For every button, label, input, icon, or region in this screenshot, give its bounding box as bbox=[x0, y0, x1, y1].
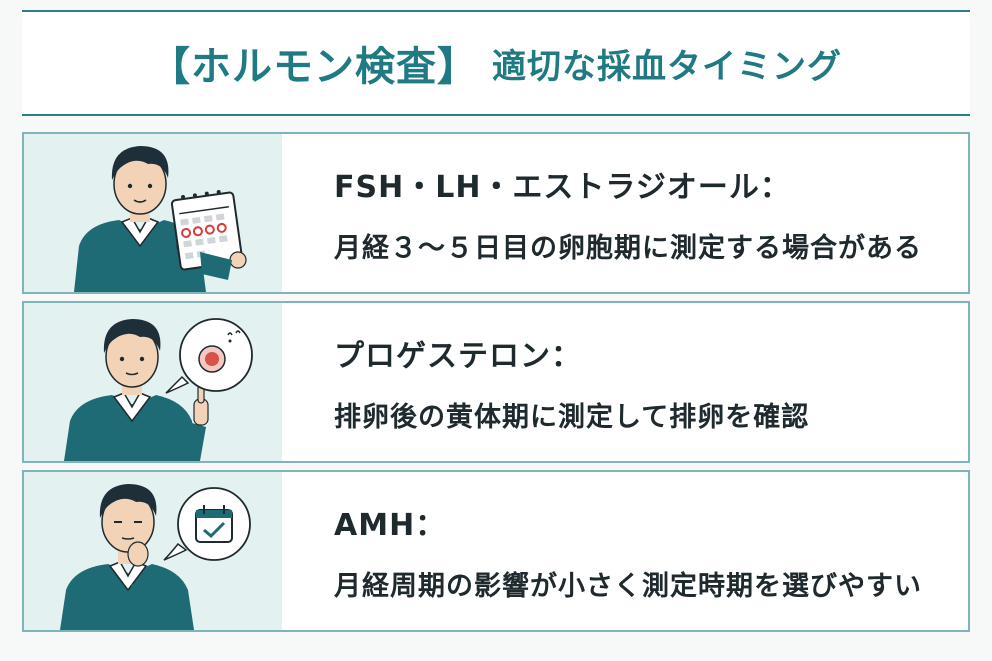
hormone-description: 月経３〜５日目の卵胞期に測定する場合がある bbox=[334, 232, 922, 264]
hormone-description: 月経周期の影響が小さく測定時期を選びやすい bbox=[334, 570, 922, 602]
calendar-check-icon bbox=[163, 487, 251, 561]
info-card-amh: AMH： 月経周期の影響が小さく測定時期を選びやすい bbox=[22, 470, 970, 632]
page-header: 【ホルモン検査】 適切な採血タイミング bbox=[22, 10, 970, 116]
info-text: FSH・LH・エストラジオール： 月経３〜５日目の卵胞期に測定する場合がある bbox=[282, 134, 968, 292]
info-text: プロゲステロン： 排卵後の黄体期に測定して排卵を確認 bbox=[282, 303, 968, 461]
info-text: AMH： 月経周期の影響が小さく測定時期を選びやすい bbox=[282, 472, 968, 630]
hormone-label: プロゲステロン： bbox=[334, 338, 582, 374]
hormone-label: AMH： bbox=[334, 507, 447, 543]
hormone-label: FSH・LH・エストラジオール： bbox=[334, 169, 791, 205]
ovum-icon bbox=[165, 318, 253, 394]
info-card-fsh-lh: FSH・LH・エストラジオール： 月経３〜５日目の卵胞期に測定する場合がある bbox=[22, 132, 970, 294]
illustration-man-thinking bbox=[24, 472, 282, 630]
info-card-progesterone: プロゲステロン： 排卵後の黄体期に測定して排卵を確認 bbox=[22, 301, 970, 463]
page-subtitle: 適切な採血タイミング bbox=[492, 46, 842, 87]
page-title: 【ホルモン検査】 bbox=[150, 44, 478, 90]
illustration-man-calendar bbox=[24, 134, 282, 292]
calendar-icon bbox=[170, 189, 244, 271]
hormone-description: 排卵後の黄体期に測定して排卵を確認 bbox=[334, 401, 810, 433]
illustration-man-ovum bbox=[24, 303, 282, 461]
